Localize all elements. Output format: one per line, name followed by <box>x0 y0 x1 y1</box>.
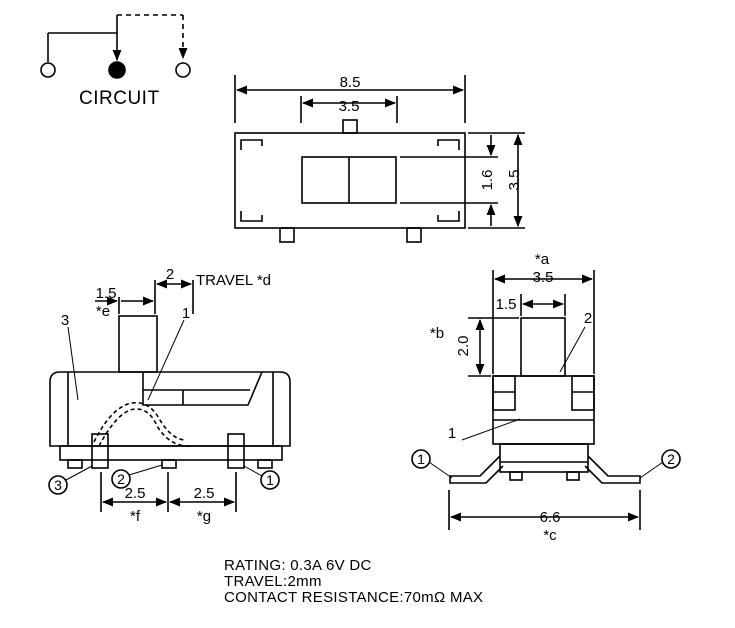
top-knob-travel-width: 3.5 <box>339 98 360 115</box>
side-width-note: *a <box>535 251 550 268</box>
front-pin-circle-1: 1 <box>266 472 274 488</box>
top-height-inner: 1.6 <box>479 170 496 191</box>
front-knob-note: *e <box>96 303 110 320</box>
side-callout-1: 1 <box>448 425 456 442</box>
side-overall-note: *c <box>543 527 557 544</box>
circuit-label: CIRCUIT <box>79 88 160 109</box>
front-callout-1: 1 <box>182 305 190 322</box>
spec-rating: RATING: 0.3A 6V DC <box>224 557 372 574</box>
front-travel-dim: 2 <box>166 266 174 283</box>
circuit-terminal-left <box>40 62 56 78</box>
front-view <box>48 279 291 512</box>
side-callout-2: 2 <box>584 310 592 327</box>
circuit-terminal-common <box>108 61 126 79</box>
spec-block: RATING: 0.3A 6V DC TRAVEL:2mm CONTACT RE… <box>224 558 483 606</box>
circuit-symbol <box>40 14 191 79</box>
front-callout-3: 3 <box>61 312 69 329</box>
spec-contact-resistance: CONTACT RESISTANCE:70mΩ MAX <box>224 589 484 606</box>
side-knob-height-note: *b <box>430 325 444 342</box>
front-pitch-note-left: *f <box>130 508 141 525</box>
side-view <box>411 270 681 530</box>
side-pin-circle-2: 2 <box>667 451 675 467</box>
side-overall-width: 6.6 <box>540 509 561 526</box>
side-knob-height: 2.0 <box>455 336 472 357</box>
front-knob-width: 1.5 <box>96 285 117 302</box>
front-pin-circle-2: 2 <box>117 471 125 487</box>
top-height-outer: 3.5 <box>506 170 523 191</box>
front-pitch-left: 2.5 <box>125 485 146 502</box>
front-pin-circle-3: 3 <box>54 477 62 493</box>
front-pitch-note-right: *g <box>197 508 211 525</box>
spec-travel: TRAVEL:2mm <box>224 573 322 590</box>
circuit-terminal-right <box>175 62 191 78</box>
side-knob-width: 1.5 <box>496 296 517 313</box>
top-view <box>234 75 525 243</box>
top-overall-width: 8.5 <box>340 74 361 91</box>
front-travel-label: TRAVEL *d <box>196 272 271 289</box>
front-pitch-right: 2.5 <box>194 485 215 502</box>
side-pin-circle-1: 1 <box>417 451 425 467</box>
side-width: 3.5 <box>533 269 554 286</box>
